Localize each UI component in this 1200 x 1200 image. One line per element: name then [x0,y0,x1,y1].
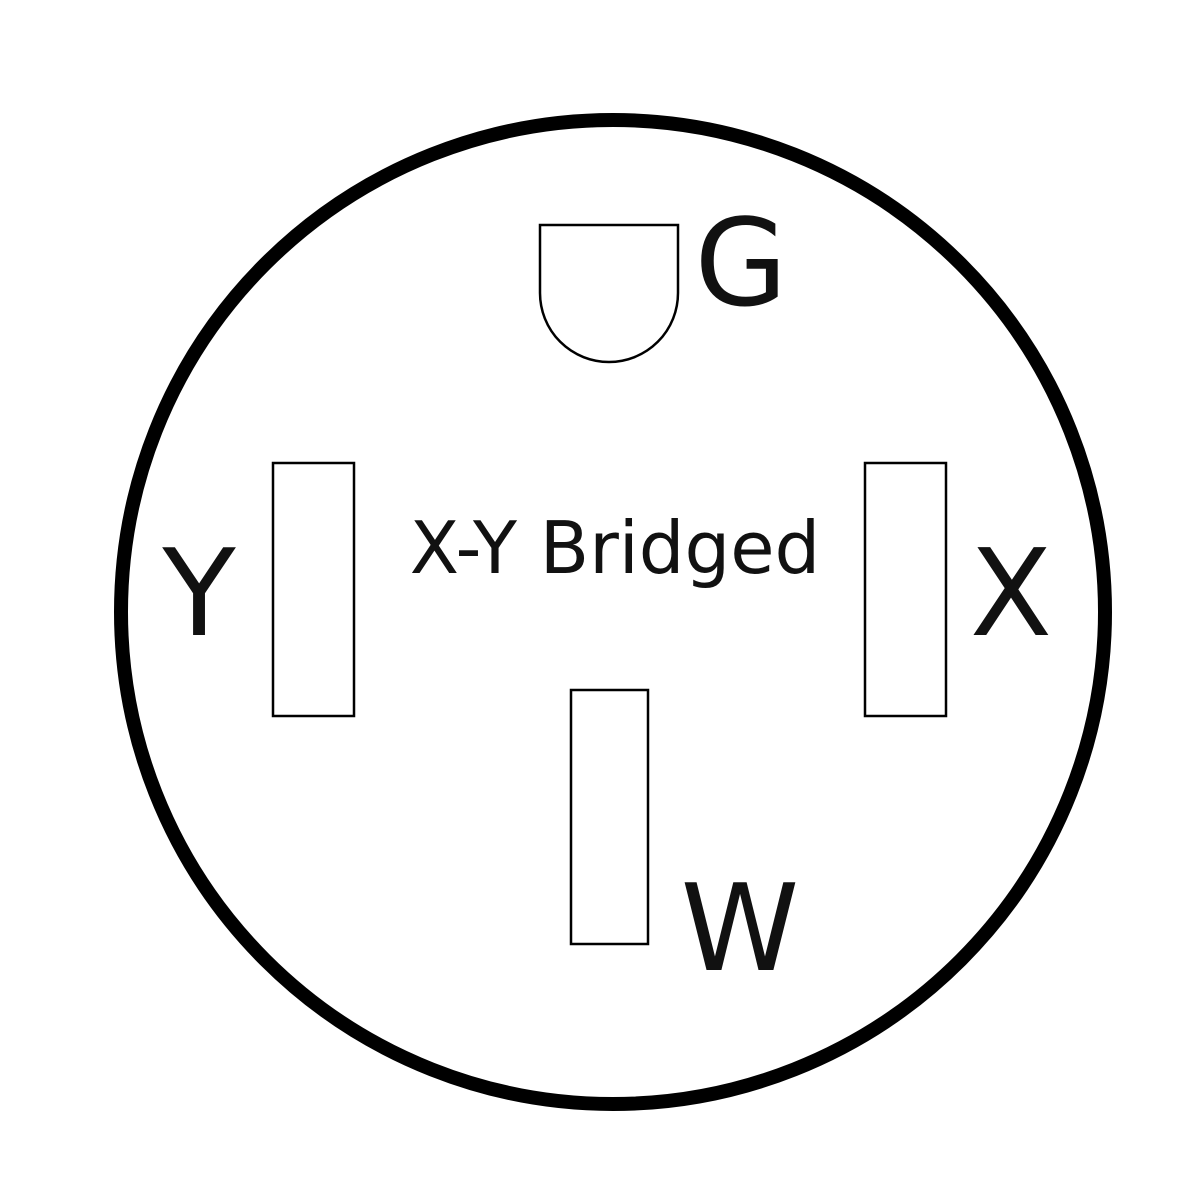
x-label: X [970,525,1052,664]
ground-label: G [695,195,788,334]
y-label: Y [161,525,236,664]
bridge-note: X-Y Bridged [410,506,820,590]
receptacle-face-outline [114,113,1112,1111]
ground-slot [538,223,680,364]
x-slot [863,461,948,718]
y-slot [271,461,356,718]
w-slot [569,688,650,946]
w-label: W [681,860,800,999]
